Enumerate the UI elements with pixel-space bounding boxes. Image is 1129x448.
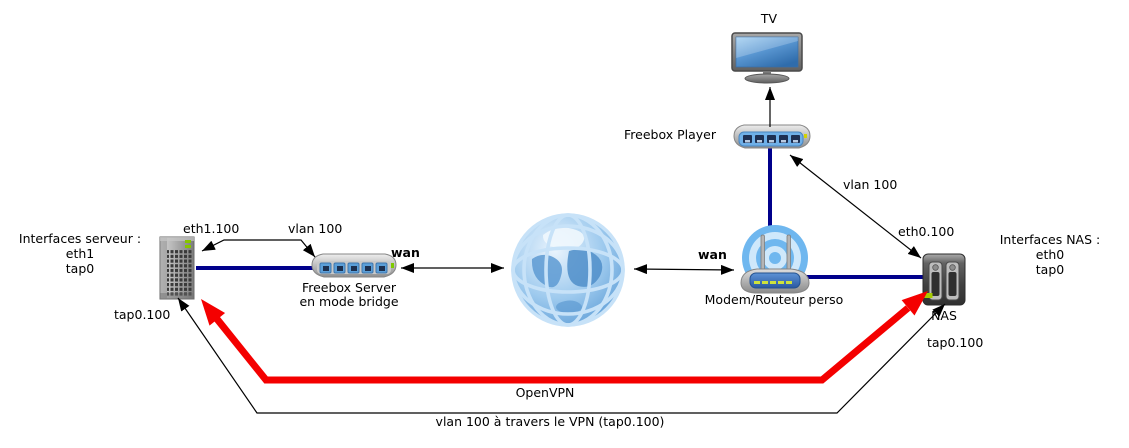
label-vlan100-right: vlan 100 — [843, 177, 898, 192]
arrow-player-nas-vlan100 — [789, 154, 922, 259]
caption-freebox-server: Freebox Server en mode bridge — [289, 281, 409, 308]
caption-tv: TV — [760, 11, 778, 26]
set-top-box-icon — [733, 124, 811, 149]
label-eth1-100: eth1.100 — [183, 221, 240, 236]
nas-interface-eth0: eth0 — [1035, 247, 1065, 262]
server-interfaces-block: Interfaces serveur : eth1 tap0 — [10, 231, 150, 276]
server-interface-tap0: tap0 — [65, 261, 95, 276]
nas-icon — [922, 253, 966, 306]
tv-icon — [731, 32, 803, 84]
server-interface-eth1: eth1 — [65, 246, 95, 261]
vpn-arrowhead-server — [201, 299, 226, 326]
label-wan-right: wan — [698, 247, 727, 262]
nas-interfaces-title: Interfaces NAS : — [999, 232, 1101, 247]
arrow-vlan100-through-vpn — [177, 297, 946, 414]
leader-eth1-vlan100 — [201, 239, 316, 258]
freebox-switch-icon — [311, 253, 397, 278]
label-vlan100-left: vlan 100 — [288, 221, 343, 236]
label-openvpn: OpenVPN — [515, 385, 575, 400]
nas-interface-tap0: tap0 — [1035, 262, 1065, 277]
caption-modem: Modem/Routeur perso — [704, 292, 844, 307]
label-vlan100-vpn: vlan 100 à travers le VPN (tap0.100) — [435, 414, 665, 429]
arrow-wan-right — [633, 264, 735, 275]
caption-freebox-server-line2: en mode bridge — [299, 293, 399, 309]
label-tap0-100-right: tap0.100 — [927, 335, 984, 350]
vpn-tunnel-line — [214, 305, 911, 384]
label-tap0-100-left: tap0.100 — [114, 307, 171, 322]
label-eth0-100: eth0.100 — [898, 224, 955, 239]
server-interfaces-title: Interfaces serveur : — [18, 231, 142, 246]
nas-interfaces-block: Interfaces NAS : eth0 tap0 — [985, 232, 1115, 277]
caption-freebox-player: Freebox Player — [624, 127, 716, 142]
caption-freebox-server-line1: Freebox Server — [301, 280, 397, 295]
label-wan-left: wan — [391, 245, 420, 260]
vpn-arrowhead-nas — [901, 291, 928, 316]
server-tower-icon — [159, 236, 195, 300]
caption-nas: NAS — [931, 308, 957, 323]
